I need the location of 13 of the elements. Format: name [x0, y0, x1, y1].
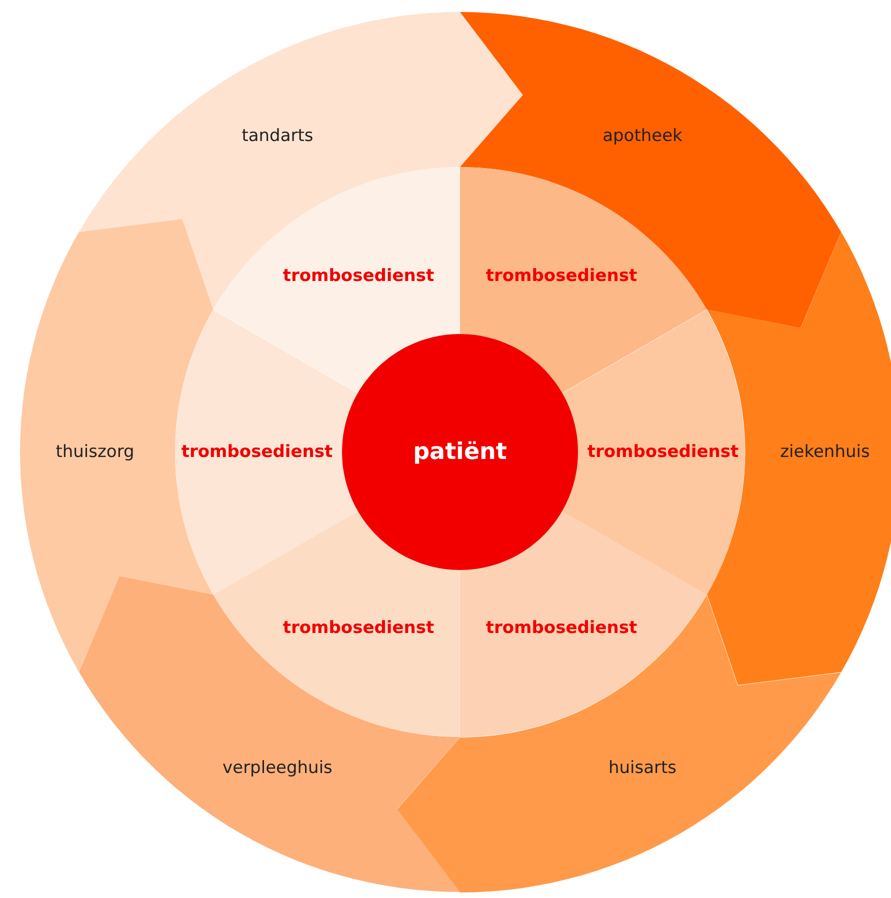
- sector-label: trombosedienst: [486, 266, 638, 286]
- segment-label: huisarts: [608, 758, 677, 778]
- segment-label: verpleeghuis: [222, 758, 332, 778]
- segment-label: thuiszorg: [56, 442, 134, 462]
- center-label: patiënt: [413, 439, 507, 465]
- sector-label: trombosedienst: [181, 442, 333, 462]
- segment-label: apotheek: [602, 126, 682, 146]
- sector-label: trombosedienst: [486, 618, 638, 638]
- sector-label: trombosedienst: [587, 442, 739, 462]
- sector-label: trombosedienst: [282, 618, 434, 638]
- sector-label: trombosedienst: [282, 266, 434, 286]
- segment-label: ziekenhuis: [780, 442, 870, 462]
- segment-label: tandarts: [242, 126, 314, 146]
